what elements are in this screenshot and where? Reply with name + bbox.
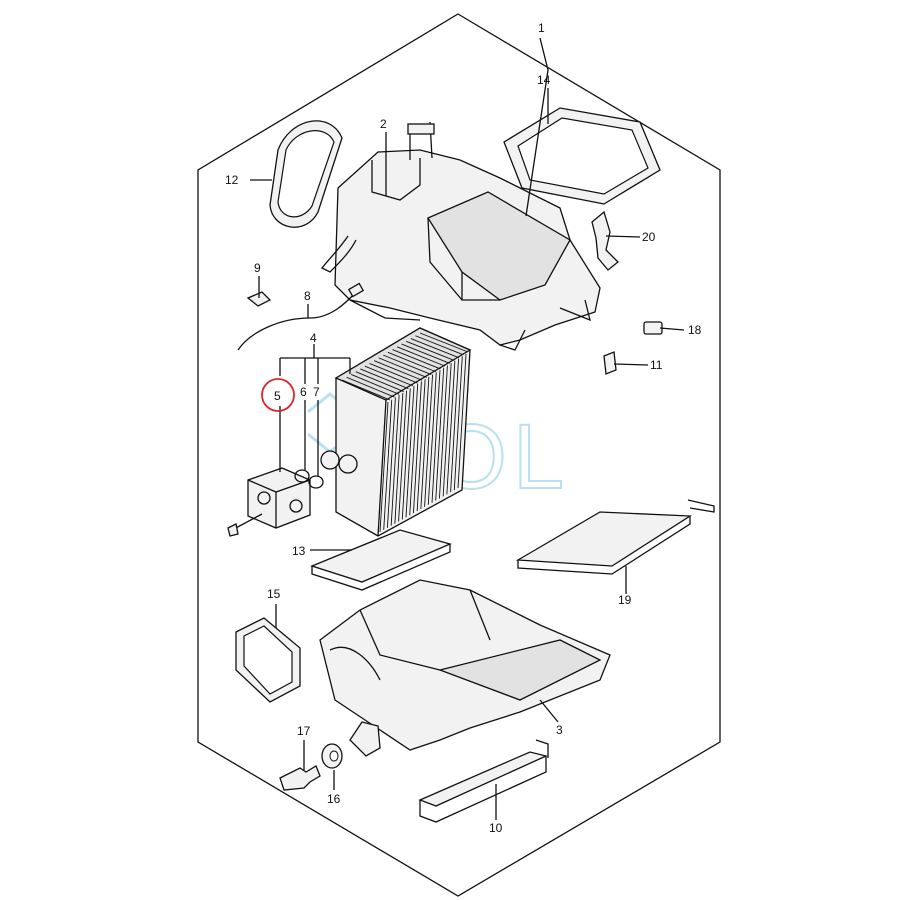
highlight-circle [261, 378, 295, 412]
callout-19: 19 [618, 593, 632, 607]
part-gasket-15 [235, 617, 301, 703]
part-oring-6 [294, 469, 310, 483]
callout-3: 3 [556, 723, 563, 737]
callout-13: 13 [292, 544, 306, 558]
callout-14: 14 [537, 73, 551, 87]
part-lower-case [319, 579, 611, 751]
callout-10: 10 [489, 821, 503, 835]
part-clip-18 [643, 321, 663, 335]
callout-labels: 1 2 3 4 5 6 7 8 9 10 11 12 13 14 15 16 1… [225, 21, 702, 835]
part-filter-19 [515, 499, 715, 575]
callout-7: 7 [313, 385, 320, 399]
callout-16: 16 [327, 792, 341, 806]
callout-12: 12 [225, 173, 239, 187]
callout-15: 15 [267, 587, 281, 601]
part-washer-16 [321, 743, 343, 769]
callout-9: 9 [254, 261, 261, 275]
part-evaporator-4 [334, 327, 472, 537]
callout-4: 4 [310, 331, 317, 345]
part-sensor-8 [237, 291, 357, 351]
part-bracket-10 [418, 739, 549, 823]
part-seal-plate-13 [310, 529, 452, 591]
leader-lines [250, 37, 685, 820]
callout-11: 11 [650, 358, 663, 372]
part-link-20 [591, 210, 619, 271]
callout-18: 18 [688, 323, 702, 337]
assembly-frame [197, 13, 721, 897]
part-clip-9 [246, 291, 272, 307]
part-bolt-17 [279, 765, 321, 791]
callout-5: 5 [274, 389, 281, 403]
part-clip-11 [603, 351, 617, 375]
part-oring-7 [308, 475, 324, 489]
callout-8: 8 [304, 289, 311, 303]
callout-20: 20 [642, 230, 656, 244]
callout-1: 1 [538, 21, 545, 35]
callout-17: 17 [297, 724, 311, 738]
part-gasket-14 [503, 107, 661, 205]
part-upper-case [320, 121, 601, 351]
callout-6: 6 [300, 385, 307, 399]
callout-2: 2 [380, 117, 387, 131]
part-gasket-12 [269, 120, 343, 228]
part-expansion-valve-5 [227, 467, 311, 537]
